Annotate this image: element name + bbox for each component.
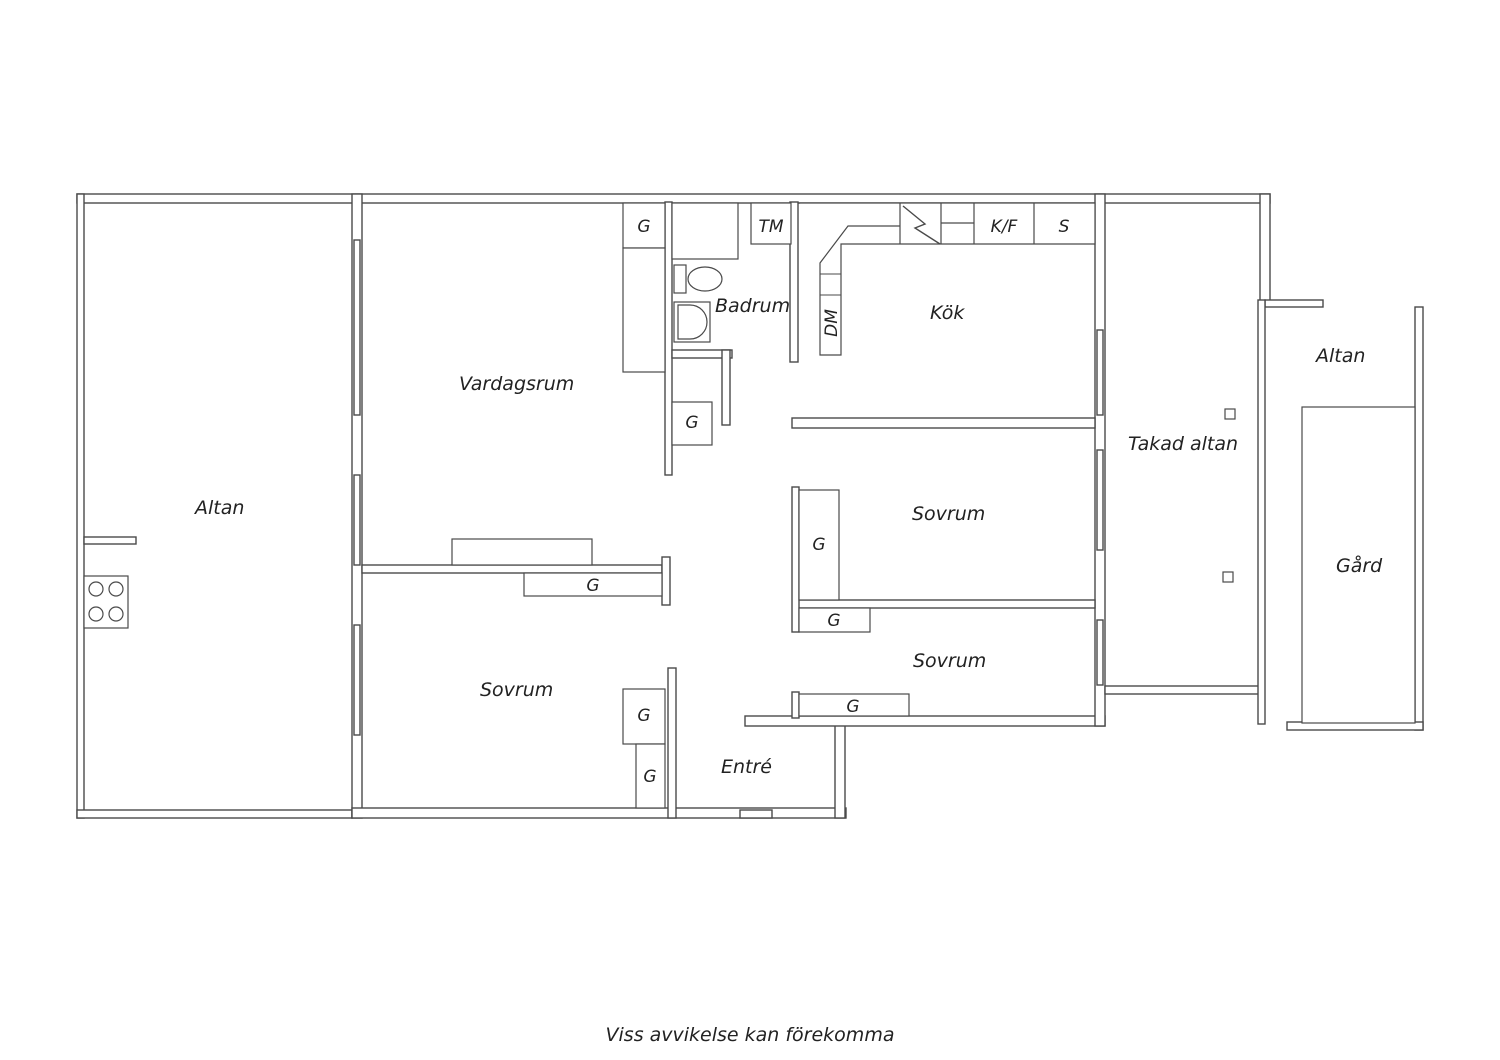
disclaimer-footer: Viss avvikelse kan förekomma: [605, 1024, 895, 1046]
room-badrum: Badrum: [715, 295, 790, 317]
room-altan-right: Altan: [1314, 345, 1365, 367]
fixtures: [83, 202, 1416, 809]
fridge-freezer-label: K/F: [991, 217, 1018, 237]
washing-machine-label: TM: [758, 217, 783, 237]
room-sovrum-2: Sovrum: [913, 650, 986, 672]
room-sovrum-1: Sovrum: [912, 503, 985, 525]
wardrobe-label: G: [846, 697, 859, 717]
toilet-icon: [673, 264, 687, 294]
room-altan-left: Altan: [193, 497, 244, 519]
grill-icon: [83, 575, 129, 629]
room-takad-altan: Takad altan: [1128, 433, 1238, 455]
walls: [76, 193, 1424, 819]
room-labels: Altan Vardagsrum Badrum Kök Sovrum Sovru…: [193, 217, 1383, 787]
stove-label: S: [1059, 217, 1070, 237]
room-kok: Kök: [930, 302, 965, 324]
wardrobe-label: G: [637, 706, 650, 726]
room-vardagsrum: Vardagsrum: [459, 373, 574, 395]
wardrobe-label: G: [812, 535, 825, 555]
wardrobe-label: G: [643, 767, 656, 787]
wardrobe-label: G: [637, 217, 650, 237]
wardrobe-label: G: [685, 413, 698, 433]
wardrobe-label: G: [827, 611, 840, 631]
pillar-icon: [1222, 571, 1234, 583]
room-gard: Gård: [1336, 554, 1383, 577]
room-entre: Entré: [721, 756, 772, 778]
room-sovrum-3: Sovrum: [480, 679, 553, 701]
pillar-icon: [1224, 408, 1236, 420]
wardrobe-label: G: [586, 576, 599, 596]
dishwasher-label: DM: [822, 309, 842, 337]
